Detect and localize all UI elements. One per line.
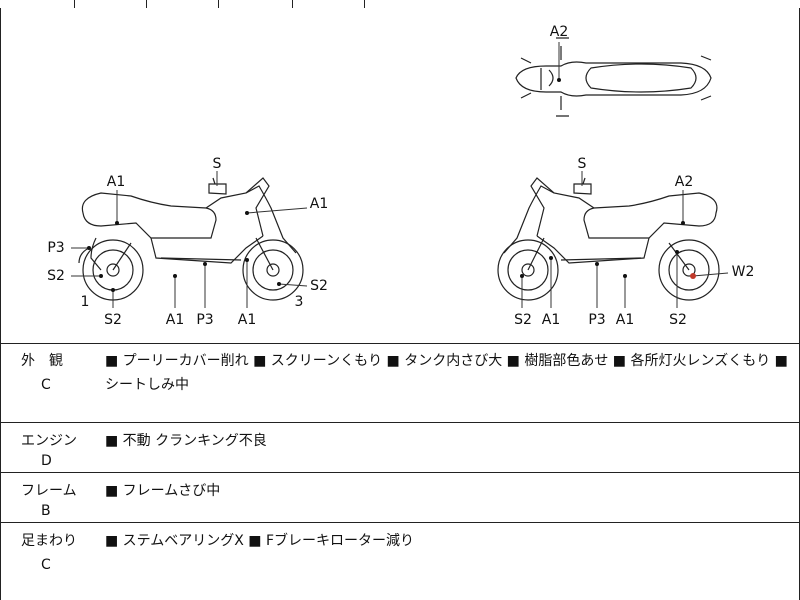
label-left-a1-top: A1 — [107, 174, 125, 190]
grade-label: B — [41, 503, 51, 519]
label-left-s: S — [213, 156, 222, 172]
condition-row-frame: フレーム B ■ フレームさび中 — [0, 473, 800, 523]
label-left-s2-left: S2 — [47, 268, 65, 284]
condition-notes: ■ ステムベアリングX ■ Fブレーキローター減り — [105, 533, 415, 549]
label-left-bottom-p3: P3 — [196, 312, 213, 328]
label-right-w2: W2 — [732, 264, 755, 280]
label-right-a2: A2 — [675, 174, 693, 190]
label-right-bottom-s2: S2 — [514, 312, 532, 328]
category-label: エンジン — [21, 433, 77, 449]
label-right-bottom-a1b: A1 — [616, 312, 634, 328]
category-label: 外 観 — [21, 353, 63, 369]
label-left-bottom-a1: A1 — [166, 312, 184, 328]
label-left-a1-right: A1 — [310, 196, 328, 212]
label-left-num1: 1 — [81, 294, 90, 310]
scooter-diagram: S A1 A1 P3 S2 S2 1 3 S2 A1 P3 A1 A2 S A2… — [47, 24, 755, 328]
condition-row-exterior: 外 観 C ■ プーリーカバー削れ ■ スクリーンくもり ■ タンク内さび大 ■… — [0, 343, 800, 423]
category-label: フレーム — [21, 483, 77, 499]
grade-label: D — [41, 453, 52, 469]
condition-notes: ■ 不動 クランキング不良 — [105, 433, 267, 449]
label-left-p3: P3 — [47, 240, 64, 256]
label-right-bottom-s2b: S2 — [669, 312, 687, 328]
scooter-top-view-illustration — [515, 37, 712, 117]
label-left-bottom-s2: S2 — [104, 312, 122, 328]
condition-row-engine: エンジン D ■ 不動 クランキング不良 — [0, 423, 800, 473]
grade-label: C — [41, 377, 51, 393]
label-left-s2-right: S2 — [310, 278, 328, 294]
label-top-a2: A2 — [550, 24, 568, 40]
label-right-bottom-a1: A1 — [542, 312, 560, 328]
grade-label: C — [41, 557, 51, 573]
label-left-num3: 3 — [295, 294, 304, 310]
scooter-right-side-illustration — [497, 177, 720, 301]
condition-row-suspension: 足まわり C ■ ステムベアリングX ■ Fブレーキローター減り — [0, 523, 800, 600]
label-right-bottom-p3: P3 — [588, 312, 605, 328]
header-table-remnant — [0, 0, 800, 8]
category-label: 足まわり — [21, 533, 77, 549]
condition-notes: ■ フレームさび中 — [105, 483, 221, 499]
condition-notes: ■ プーリーカバー削れ ■ スクリーンくもり ■ タンク内さび大 ■ 樹脂部色あ… — [105, 353, 788, 393]
scooter-left-side-illustration — [78, 177, 304, 301]
damage-diagram-panel: S A1 A1 P3 S2 S2 1 3 S2 A1 P3 A1 A2 S A2… — [0, 8, 800, 344]
label-right-s: S — [578, 156, 587, 172]
label-left-bottom-a1b: A1 — [238, 312, 256, 328]
